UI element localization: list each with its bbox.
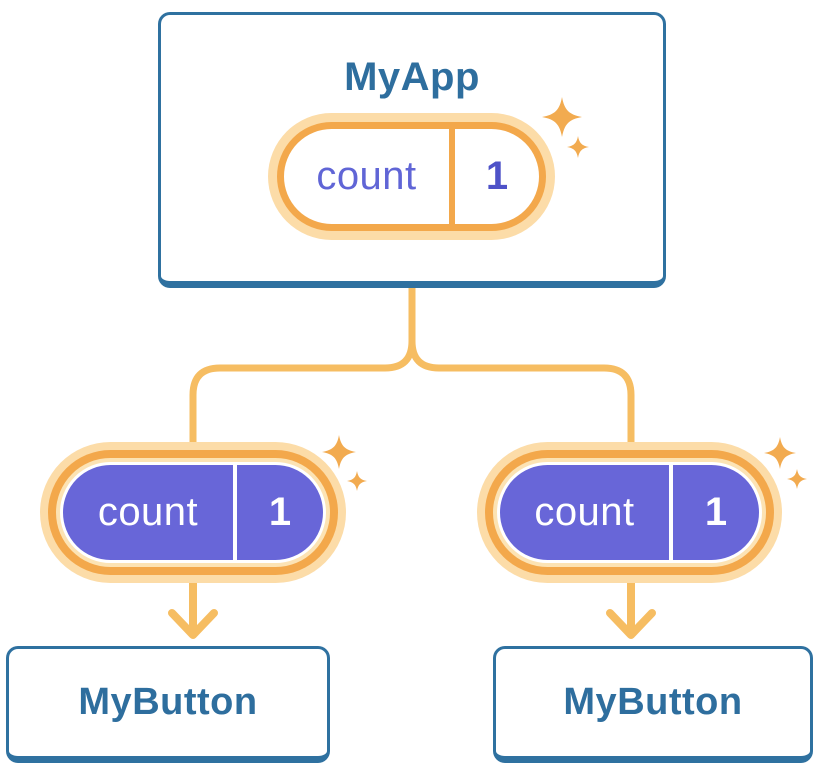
sparkle-small-icon	[787, 469, 807, 489]
connector-left-branch	[189, 284, 416, 452]
sparkle-icon	[764, 437, 807, 489]
pill-divider	[233, 465, 237, 560]
sparkle-icon	[542, 97, 589, 158]
right-arrow-head-icon	[606, 609, 656, 639]
sparkle-big-icon	[764, 437, 796, 469]
component-label: MyButton	[563, 681, 743, 723]
state-pill-count: count 1	[277, 122, 546, 231]
pill-divider	[449, 129, 455, 224]
prop-name: count	[97, 490, 199, 534]
pill-divider	[669, 465, 673, 560]
component-label: MyButton	[78, 681, 258, 723]
sparkle-big-icon	[542, 97, 582, 137]
prop-value: 1	[704, 490, 728, 534]
left-arrow-head-icon	[168, 609, 218, 639]
component-card-mybutton-right: MyButton	[493, 646, 813, 763]
sparkle-icon	[322, 435, 367, 491]
prop-value: 1	[268, 490, 292, 534]
state-value: 1	[485, 154, 509, 198]
component-label: MyApp	[344, 55, 480, 99]
sparkle-small-icon	[567, 136, 589, 158]
connector-right-branch	[408, 284, 635, 452]
sparkle-small-icon	[347, 471, 367, 491]
prop-name: count	[534, 490, 635, 534]
sparkle-big-icon	[322, 435, 356, 469]
props-pill-count-left: count 1	[60, 462, 326, 563]
props-pill-count-right: count 1	[497, 462, 762, 563]
state-name: count	[316, 154, 417, 198]
component-card-mybutton-left: MyButton	[6, 646, 330, 763]
